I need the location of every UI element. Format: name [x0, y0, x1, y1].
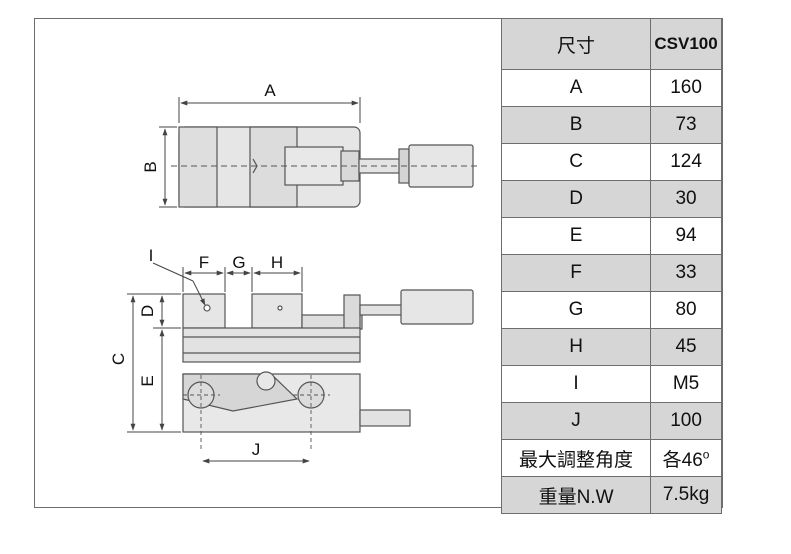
- spec-table: 尺寸 CSV100 A 160 B 73 C 124 D 30 E 94: [500, 18, 722, 514]
- dim-a: [178, 97, 361, 123]
- row-label: A: [500, 69, 652, 107]
- side-view-tail: [359, 409, 411, 427]
- row-value: 30: [650, 180, 722, 218]
- side-view-handle: [400, 289, 474, 325]
- row-value: 80: [650, 291, 722, 329]
- side-view-movable-jaw: [251, 293, 303, 329]
- degree-symbol: o: [702, 447, 710, 462]
- top-view: [178, 126, 474, 208]
- table-row: D 30: [500, 180, 722, 218]
- dim-c-label: C: [109, 353, 128, 365]
- row-label: G: [500, 291, 652, 329]
- angle-value-number: 各46: [662, 449, 703, 471]
- row-label: D: [500, 180, 652, 218]
- side-view-lock-knob: [256, 371, 276, 391]
- angle-row: 最大調整角度 各46o: [500, 439, 722, 477]
- table-row: C 124: [500, 143, 722, 181]
- dim-b-label: B: [141, 161, 160, 172]
- row-value: M5: [650, 365, 722, 403]
- side-view-thread-hole: [203, 304, 211, 312]
- vise-dimension-drawing: A B: [109, 81, 477, 464]
- side-view-shaft: [359, 304, 403, 316]
- dim-g-label: G: [232, 253, 245, 272]
- row-label: J: [500, 402, 652, 440]
- row-label: I: [500, 365, 652, 403]
- row-label: B: [500, 106, 652, 144]
- row-value: 124: [650, 143, 722, 181]
- dim-d-label: D: [138, 305, 157, 317]
- weight-value: 7.5kg: [650, 476, 722, 514]
- row-value: 100: [650, 402, 722, 440]
- row-label: H: [500, 328, 652, 366]
- weight-row: 重量N.W 7.5kg: [500, 476, 722, 514]
- table-row: B 73: [500, 106, 722, 144]
- top-view-fixed-jaw: [178, 126, 218, 208]
- dim-e-label: E: [138, 375, 157, 386]
- dim-f-label: F: [199, 253, 209, 272]
- row-value: 94: [650, 217, 722, 255]
- side-view-upper-base: [182, 327, 361, 363]
- table-header-row: 尺寸 CSV100: [500, 18, 722, 70]
- dim-b: [159, 126, 177, 208]
- dim-i: [152, 262, 206, 306]
- row-value: 160: [650, 69, 722, 107]
- angle-value: 各46o: [650, 439, 722, 477]
- dim-a-label: A: [264, 81, 276, 100]
- table-row: H 45: [500, 328, 722, 366]
- table-row: G 80: [500, 291, 722, 329]
- table-row: A 160: [500, 69, 722, 107]
- header-model: CSV100: [650, 18, 722, 70]
- dim-j-label: J: [252, 440, 261, 459]
- table-row: E 94: [500, 217, 722, 255]
- side-view-upright: [343, 294, 361, 330]
- table-row: I M5: [500, 365, 722, 403]
- figure-frame: A B: [34, 18, 723, 514]
- row-label: F: [500, 254, 652, 292]
- row-value: 73: [650, 106, 722, 144]
- angle-label: 最大調整角度: [500, 439, 652, 477]
- row-value: 33: [650, 254, 722, 292]
- dim-h-label: H: [271, 253, 283, 272]
- weight-label: 重量N.W: [500, 476, 652, 514]
- table-row: F 33: [500, 254, 722, 292]
- dim-cde: [127, 293, 181, 433]
- row-label: C: [500, 143, 652, 181]
- table-row: J 100: [500, 402, 722, 440]
- side-view: [182, 289, 474, 433]
- row-value: 45: [650, 328, 722, 366]
- dim-fgh: [182, 267, 303, 292]
- dim-i-label: I: [149, 246, 154, 265]
- header-label: 尺寸: [500, 18, 652, 70]
- row-label: E: [500, 217, 652, 255]
- side-view-fixed-jaw: [182, 293, 226, 329]
